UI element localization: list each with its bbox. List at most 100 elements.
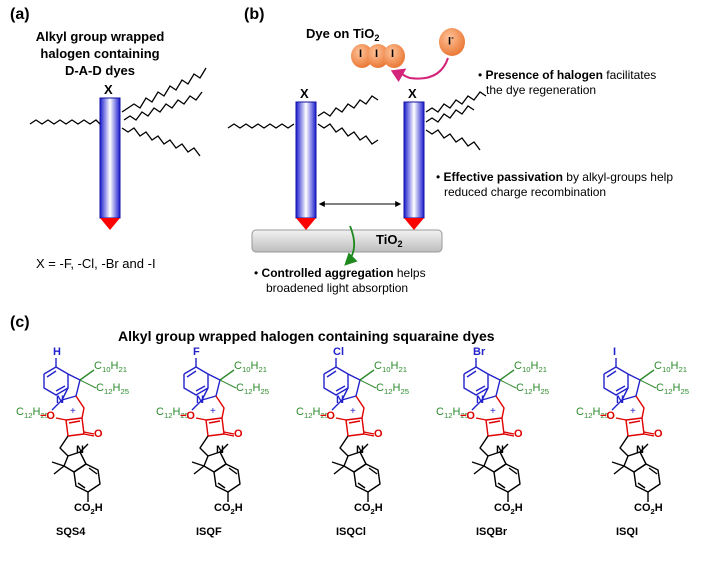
iodide-ion-label: I- bbox=[448, 33, 454, 48]
upper-benzene-inner bbox=[46, 370, 57, 378]
cooh-label: CO2H bbox=[74, 502, 103, 516]
halogen-atom: H bbox=[53, 346, 61, 358]
c-double-o-2 bbox=[223, 431, 235, 435]
gem-dimethyl-2 bbox=[333, 465, 345, 475]
dye-rod-right bbox=[403, 101, 425, 219]
cooh-label: CO2H bbox=[354, 502, 383, 516]
upper-methine bbox=[75, 395, 85, 419]
panel-label-b: (b) bbox=[244, 6, 265, 23]
squaraine-ring bbox=[205, 417, 225, 437]
dye-rod-left bbox=[295, 101, 317, 219]
panel-label-a: (a) bbox=[10, 6, 30, 23]
n-methyl bbox=[219, 443, 229, 453]
gem-dimethyl-2 bbox=[193, 465, 205, 475]
c12-bond bbox=[219, 379, 237, 389]
squaraine-inner bbox=[68, 420, 81, 424]
upper-pyrrole-ring bbox=[61, 373, 81, 401]
c12-label-left: C12H25 bbox=[296, 406, 330, 420]
halogen-atom: Cl bbox=[333, 346, 344, 358]
n-label-upper: N bbox=[336, 394, 344, 406]
dye-name: ISQCl bbox=[336, 526, 366, 538]
squaraine-structures bbox=[43, 358, 661, 502]
lower-benzene-ring bbox=[353, 463, 381, 493]
lower-methine bbox=[59, 435, 69, 457]
c12-bond bbox=[359, 379, 377, 389]
upper-methine bbox=[635, 395, 645, 419]
c10-bond bbox=[499, 369, 515, 381]
n-label-upper: N bbox=[616, 394, 624, 406]
n-alkyl-bond bbox=[191, 399, 203, 411]
o-label: O bbox=[374, 428, 383, 440]
gem-dimethyl-1 bbox=[191, 461, 205, 467]
upper-benzene-inner bbox=[326, 370, 337, 378]
c12-label-right: C12H25 bbox=[96, 382, 130, 396]
upper-benzene-inner-2 bbox=[475, 385, 486, 392]
alkyl-chain-right-mid bbox=[123, 91, 203, 121]
triiodide-label-3: I bbox=[391, 48, 395, 60]
panel-a-title-line-1: Alkyl group wrapped bbox=[35, 29, 165, 44]
n-alkyl-bond bbox=[611, 399, 623, 411]
dye-anchor-tip-left bbox=[296, 218, 316, 230]
alkyl-chain-b5 bbox=[425, 105, 475, 123]
gem-dimethyl-1 bbox=[611, 461, 625, 467]
alkyl-chain-right-lower bbox=[121, 127, 201, 157]
n-label-upper: N bbox=[476, 394, 484, 406]
panel-a-title: Alkyl group wrapped halogen containing D… bbox=[30, 28, 170, 79]
c10-bond bbox=[359, 369, 375, 381]
c12-bond bbox=[79, 379, 97, 389]
upper-benzene-inner-2 bbox=[55, 385, 66, 392]
dye-name: ISQF bbox=[196, 526, 222, 538]
n-methyl bbox=[499, 443, 509, 453]
alkyl-chain-right-upper bbox=[121, 67, 207, 113]
alkyl-chain-b1 bbox=[227, 123, 295, 129]
c-double-o-2 bbox=[643, 431, 655, 435]
cooh-label: CO2H bbox=[634, 502, 663, 516]
upper-benzene-inner-2 bbox=[615, 385, 626, 392]
c12-label-right: C12H25 bbox=[516, 382, 550, 396]
c-double-o-2 bbox=[363, 431, 375, 435]
n-alkyl-bond bbox=[51, 399, 63, 411]
n-plus: + bbox=[70, 406, 76, 417]
c10-bond bbox=[219, 369, 235, 381]
c-o-minus bbox=[615, 417, 627, 421]
lower-methine bbox=[199, 435, 209, 457]
n-label-lower: N bbox=[636, 444, 644, 456]
iodide-sphere-2 bbox=[367, 44, 389, 68]
upper-pyrrole-ring bbox=[481, 373, 501, 401]
o-label: O bbox=[654, 428, 663, 440]
lower-benzene-ring bbox=[213, 463, 241, 493]
squaraine-ring bbox=[345, 417, 365, 437]
iodide-sphere-3 bbox=[383, 44, 405, 68]
c-o-minus bbox=[335, 417, 347, 421]
gem-dimethyl-1 bbox=[471, 461, 485, 467]
gem-dimethyl-2 bbox=[53, 465, 65, 475]
o-minus-label: −O bbox=[460, 410, 475, 422]
squaraine-dye-isqbr bbox=[463, 358, 521, 502]
panel-b bbox=[227, 28, 487, 266]
o-minus-label: −O bbox=[320, 410, 335, 422]
alkyl-chain-left bbox=[29, 119, 101, 125]
halogen-atom: I bbox=[613, 346, 617, 358]
alkyl-chain-b4 bbox=[425, 91, 487, 113]
c-o-minus bbox=[55, 417, 67, 421]
note-passivation: • Effective passivation by alkyl-groups … bbox=[436, 170, 673, 199]
lower-benzene-ring bbox=[633, 463, 661, 493]
lower-benzene-inner bbox=[368, 467, 378, 475]
lower-benzene-inner bbox=[508, 467, 518, 475]
aggregation-arrow bbox=[344, 225, 358, 266]
c12-label-right: C12H25 bbox=[656, 382, 690, 396]
upper-pyrrole-ring bbox=[201, 373, 221, 401]
squaraine-ring bbox=[625, 417, 645, 437]
c-double-o-2 bbox=[503, 431, 515, 435]
squaraine-ring bbox=[65, 417, 85, 437]
squaraine-inner bbox=[208, 420, 221, 424]
c-double-o bbox=[223, 433, 235, 437]
n-label-upper: N bbox=[196, 394, 204, 406]
dye-rod bbox=[99, 97, 121, 219]
alkyl-chain-b6 bbox=[425, 129, 481, 151]
upper-benzene-inner bbox=[466, 370, 477, 378]
c-double-o bbox=[643, 433, 655, 437]
squaraine-dye-sqs4 bbox=[43, 358, 101, 502]
triiodide-label-1: I bbox=[359, 48, 363, 60]
